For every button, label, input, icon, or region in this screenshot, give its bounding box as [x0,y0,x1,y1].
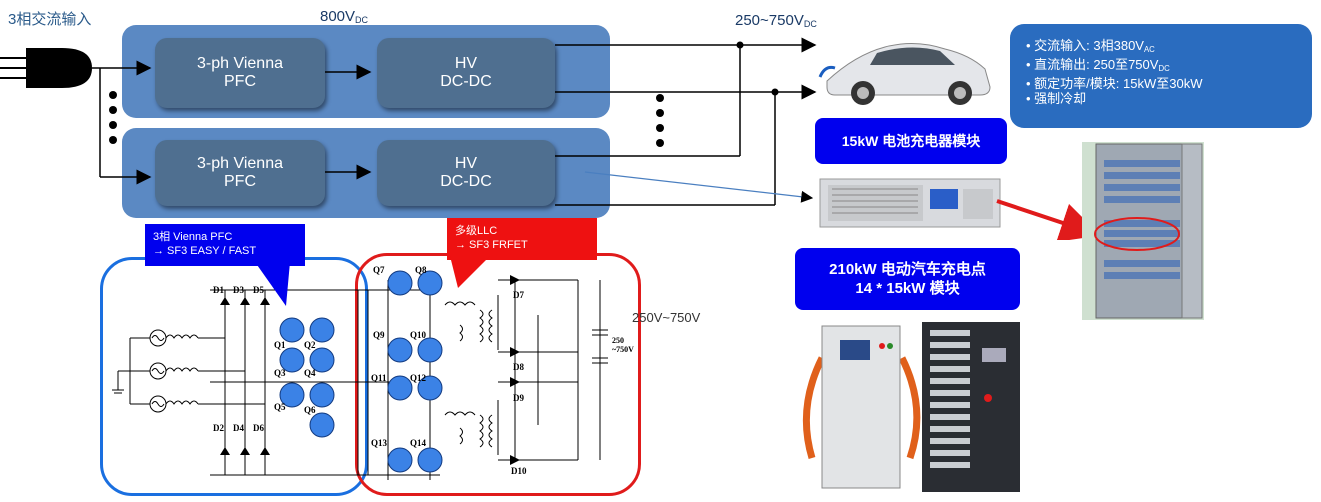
system-wiring [92,37,817,206]
switch-label-q1: Q1 [274,340,286,350]
output-voltage-label: 250~750VDC [735,12,817,29]
diode-label-d5: D5 [253,285,264,295]
switch-label-q12: Q12 [410,373,427,383]
switch-label-q6: Q6 [304,405,316,415]
input-label: 3相交流输入 [8,11,92,28]
ac-plug-icon [0,48,92,88]
module-label: 15kW 电池充电器模块 [815,118,1007,164]
diode-label-d6: D6 [253,423,264,433]
switch-label-q10: Q10 [410,330,427,340]
diode-label-d8: D8 [513,362,524,372]
switch-label-q13: Q13 [371,438,388,448]
diode-label-d9: D9 [513,393,524,403]
diode-label-d1: D1 [213,285,224,295]
spec-ac-input: • 交流输入: 3相380VAC [1026,38,1155,54]
charger-module-image [819,178,1001,228]
module-to-cabinet-arrow [996,199,1101,240]
switch-label-q5: Q5 [274,402,286,412]
spec-dc-output: • 直流输出: 250至750VDC [1026,57,1170,73]
switch-label-q2: Q2 [304,340,316,350]
switch-label-q3: Q3 [274,368,286,378]
diode-label-d2: D2 [213,423,224,433]
pfc-callout: 3相 Vienna PFC→ SF3 EASY / FAST [145,224,305,266]
charger-cabinet-image [1082,142,1204,320]
cap-voltage-label: 250~750V [612,336,634,354]
switch-label-q4: Q4 [304,368,316,378]
diode-label-d3: D3 [233,285,244,295]
switch-label-q14: Q14 [410,438,427,448]
power-schematic [112,270,608,480]
pfc-callout-pointer [255,262,290,306]
electric-car-image [818,43,991,105]
diode-label-d7: D7 [513,290,524,300]
switch-label-q9: Q9 [373,330,385,340]
llc-callout: 多级LLC→ SF3 FRFET [447,218,597,260]
schematic-voltage-label: 250V~750V [632,310,701,325]
switch-label-q8: Q8 [415,265,427,275]
specs-box: • 交流输入: 3相380VAC • 直流输出: 250至750VDC • 额定… [1010,24,1312,128]
switch-label-q7: Q7 [373,265,385,275]
llc-callout-pointer [450,256,490,288]
spec-rated-power: • 额定功率/模块: 15kW至30kW [1026,76,1203,91]
spec-cooling: • 强制冷却 [1026,91,1087,106]
bus-voltage-label: 800VDC [320,8,369,25]
diode-label-d4: D4 [233,423,244,433]
switch-label-q11: Q11 [371,373,387,383]
diode-label-d10: D10 [511,466,527,476]
ev-charging-stations-image [802,322,1020,492]
